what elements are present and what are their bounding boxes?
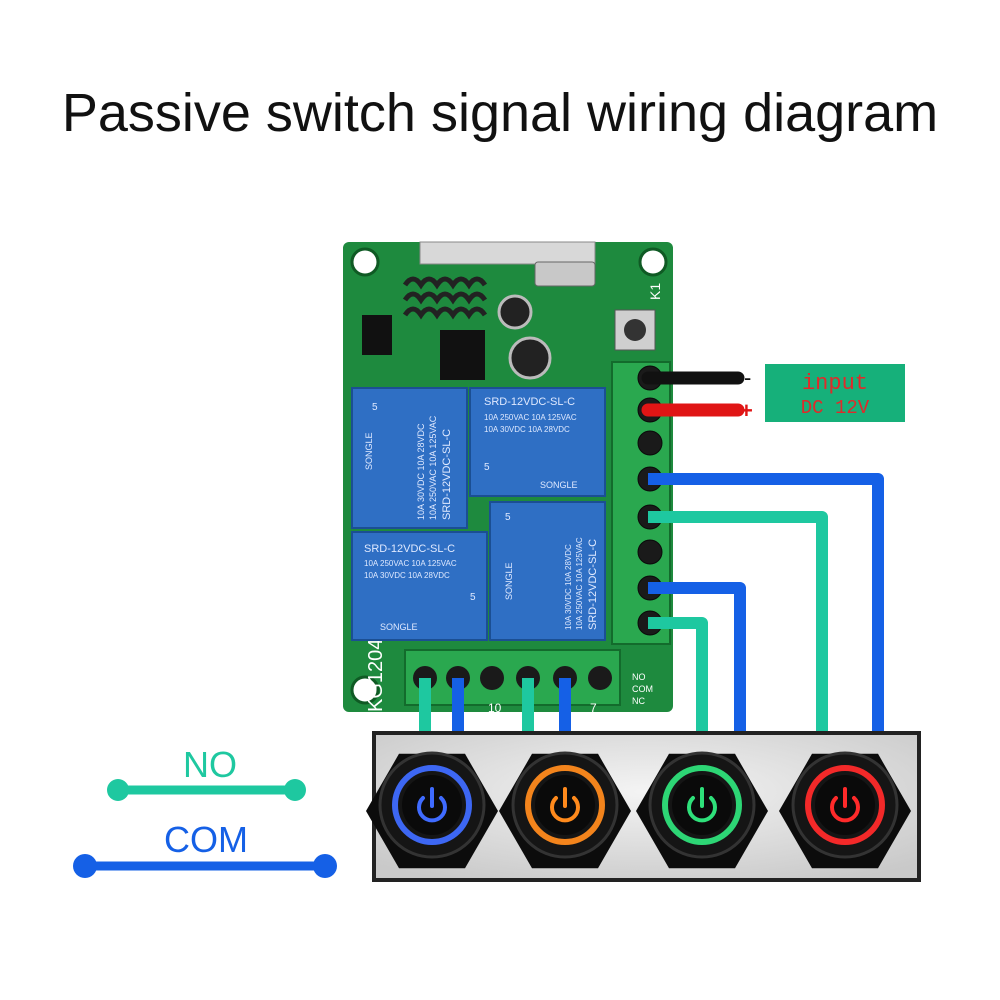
push-button-cap [624, 319, 646, 341]
relay-brand: SONGLE [364, 432, 374, 470]
no-wire [648, 511, 828, 752]
relay-brand: SONGLE [504, 562, 514, 600]
power-icon [417, 787, 447, 823]
legend-no-dot [284, 779, 306, 801]
relay-rating: 10A 30VDC 10A 28VDC [416, 423, 426, 520]
relay: SRD-12VDC-SL-C 10A 250VAC 10A 125VAC 10A… [351, 387, 468, 529]
power-icon [687, 787, 717, 823]
rf-module [419, 241, 596, 265]
button-label: K1 [647, 283, 663, 300]
pin-label: COM [632, 684, 653, 694]
relay: SRD-12VDC-SL-C 10A 250VAC 10A 125VAC 10A… [351, 531, 488, 641]
relay-model: SRD-12VDC-SL-C [364, 543, 455, 555]
relay-pin: 5 [484, 462, 490, 473]
blue-switch [366, 751, 498, 869]
board-model: KG1204 [365, 639, 387, 712]
terminal-block-bottom: 10 7 [404, 649, 621, 715]
relay-rating: 10A 30VDC 10A 28VDC [364, 571, 450, 580]
switch-ring [662, 765, 742, 845]
switch-ring [392, 765, 472, 845]
relay-rating: 10A 250VAC 10A 125VAC [575, 537, 584, 630]
terminal-block-right [611, 361, 671, 645]
input-label: input [802, 371, 868, 396]
negative-sign: - [744, 365, 751, 390]
capacitor [508, 336, 552, 380]
red-switch [779, 751, 911, 869]
page-title: Passive switch signal wiring diagram [61, 83, 939, 143]
switch-ring [525, 765, 605, 845]
chip [440, 330, 485, 380]
relay-rating: 10A 30VDC 10A 28VDC [564, 544, 573, 630]
legend: NO COM [73, 744, 337, 878]
positive-sign: + [740, 398, 753, 423]
relay-brand: SONGLE [380, 622, 418, 632]
legend-no-dot [107, 779, 129, 801]
relay-board: K1 KG1204 SRD-12VDC-SL-C 10A 250VAC 10A … [343, 241, 673, 715]
terminal-label: 10 [488, 701, 502, 715]
chip [362, 315, 392, 355]
terminal-label: 7 [590, 701, 597, 715]
relay-brand: SONGLE [540, 480, 578, 490]
legend-com-dot [313, 854, 337, 878]
relay-rating: 10A 250VAC 10A 125VAC [484, 413, 577, 422]
orange-switch [499, 751, 631, 869]
pin-labels: NO COM NC [632, 672, 653, 706]
switch-ring [805, 765, 885, 845]
relay-pin: 5 [470, 592, 476, 603]
legend-no-label: NO [183, 744, 237, 785]
relay-model: SRD-12VDC-SL-C [587, 539, 599, 630]
relay-model: SRD-12VDC-SL-C [484, 396, 575, 408]
input-box [765, 364, 905, 422]
com-wire [648, 582, 746, 752]
mounting-holes [350, 247, 668, 705]
pin-label: NC [632, 696, 645, 706]
relay-rating: 10A 250VAC 10A 125VAC [364, 559, 457, 568]
switches [366, 751, 911, 869]
com-wire [648, 473, 884, 752]
power-icon [550, 787, 580, 823]
green-switch [636, 751, 768, 869]
relay-rating: 10A 30VDC 10A 28VDC [484, 425, 570, 434]
legend-com-label: COM [164, 819, 248, 860]
relay-pin: 5 [505, 512, 511, 523]
antenna-coil [402, 276, 488, 320]
crystal [534, 261, 596, 287]
capacitor [497, 294, 533, 330]
relay-rating: 10A 250VAC 10A 125VAC [428, 415, 438, 520]
power-wires: - + input DC 12V [641, 364, 905, 423]
relay-pin: 5 [372, 402, 378, 413]
power-icon [830, 787, 860, 823]
no-wire [648, 617, 708, 752]
pin-label: NO [632, 672, 646, 682]
relay-model: SRD-12VDC-SL-C [441, 429, 453, 520]
legend-com-dot [73, 854, 97, 878]
input-voltage: DC 12V [801, 397, 870, 419]
relay: SRD-12VDC-SL-C 10A 250VAC 10A 125VAC 10A… [469, 387, 606, 497]
relay: SRD-12VDC-SL-C 10A 250VAC 10A 125VAC 10A… [489, 501, 606, 641]
